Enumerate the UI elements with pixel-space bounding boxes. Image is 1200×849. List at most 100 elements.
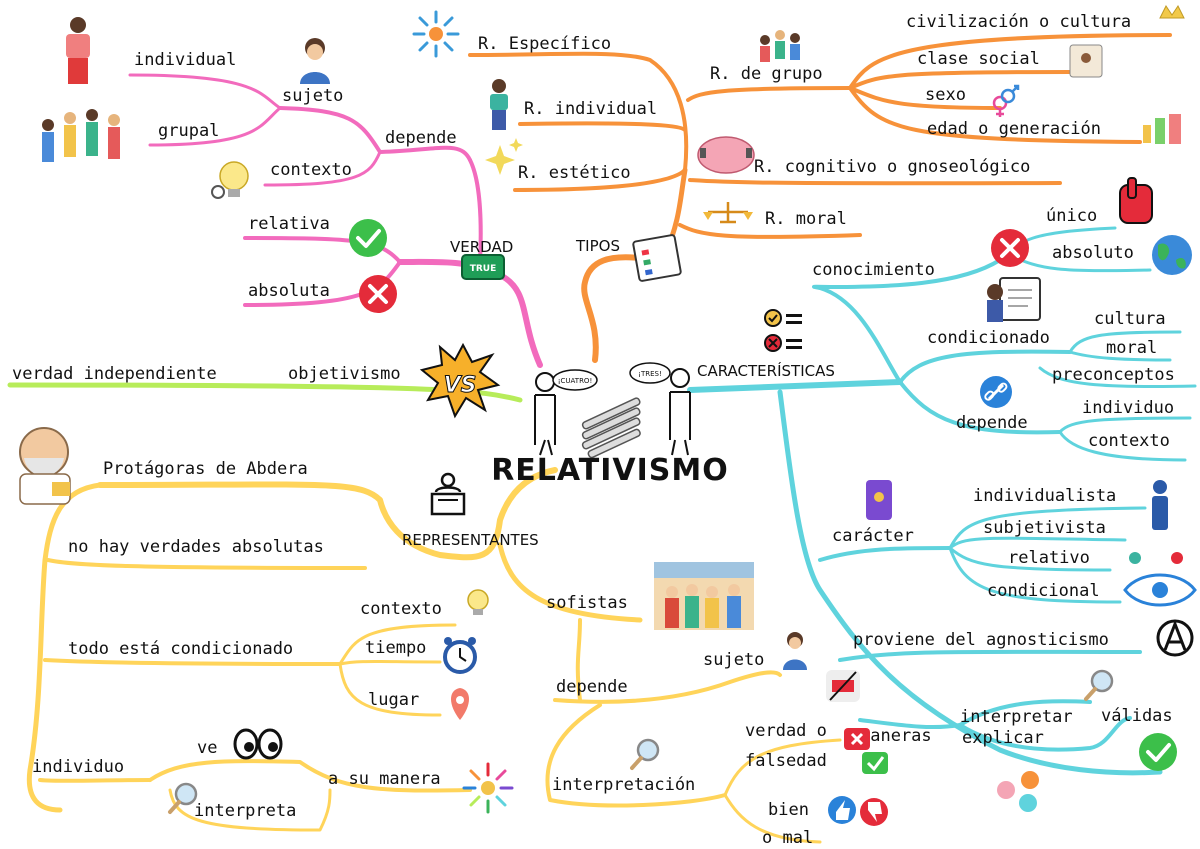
brain-icon: [697, 136, 755, 174]
objetivismo-section: verdad independiente objetivismo VS: [12, 342, 501, 419]
gender-icon: [992, 84, 1020, 117]
caracteristicas-title: CARACTERÍSTICAS: [697, 361, 835, 380]
rep-depende: depende: [556, 677, 628, 697]
branches-caracteristicas: [687, 226, 1197, 776]
verdad-contexto: contexto: [270, 160, 352, 180]
rep-sofistas: sofistas: [546, 593, 628, 613]
center-title: RELATIVISMO: [491, 453, 729, 488]
person-silhouette-icon: [1152, 480, 1168, 530]
rep-interpretacion: interpretación: [552, 775, 695, 795]
scales-icon: [703, 202, 753, 224]
branches-tipos: [468, 33, 1172, 363]
char-maneras: maneras: [860, 726, 932, 746]
crowd-icon: [760, 30, 800, 62]
verdad-section: VERDAD TRUE depende sujeto individual gr…: [42, 17, 513, 313]
center-illustration: ¡CUATRO! ¡TRES! RELATIVISMO: [491, 362, 729, 488]
char-condicional: condicional: [987, 581, 1100, 601]
bubble-left: ¡CUATRO!: [558, 377, 593, 385]
rep-falsedad: falsedad: [745, 751, 827, 771]
lightbulb-icon: [467, 589, 489, 615]
philosopher-icon: [19, 427, 71, 505]
eyes-icon: [233, 728, 283, 760]
char-caracter: carácter: [832, 526, 914, 546]
verdad-individual: individual: [134, 50, 236, 70]
verdad-independiente: verdad independiente: [12, 364, 217, 384]
magnifier-icon: [630, 738, 660, 770]
char-condicionado: condicionado: [927, 328, 1050, 348]
true-badge-icon: TRUE: [461, 254, 505, 280]
scroll-icon: [866, 480, 892, 520]
true-false-icon: [844, 728, 888, 774]
char-explicar: explicar: [962, 728, 1044, 748]
user-avatar-icon: [783, 632, 807, 670]
rep-lugar: lugar: [368, 690, 419, 710]
checklist-icon: [764, 309, 802, 352]
svg-text:TRUE: TRUE: [470, 264, 497, 274]
cross-icon: [991, 229, 1029, 267]
char-interpretar: interpretar: [960, 707, 1073, 727]
verdad-sujeto: sujeto: [282, 86, 343, 106]
podium-icon: [430, 472, 466, 516]
group-people-icon: [42, 109, 120, 162]
rep-ve: ve: [197, 738, 217, 758]
verdad-depende: depende: [385, 128, 457, 148]
rep-bien: bien: [768, 800, 809, 820]
tipo-sexo: sexo: [925, 85, 966, 105]
eye-icon: [1123, 552, 1197, 607]
thumbs-icon: [828, 796, 888, 826]
clipboard-icon: [632, 234, 682, 282]
branches-verdad: [128, 73, 543, 368]
rep-sujeto: sujeto: [703, 650, 764, 670]
verdad-title: VERDAD: [450, 238, 513, 256]
rep-interpreta: interpreta: [194, 801, 296, 821]
char-individualista: individualista: [973, 486, 1116, 506]
tipo-civilizacion: civilización o cultura: [906, 12, 1131, 32]
char-preconceptos: preconceptos: [1052, 365, 1175, 385]
user-avatar-icon: [300, 38, 330, 84]
check-icon: [349, 219, 387, 257]
person-standing-icon: [490, 79, 508, 130]
char-individuo: individuo: [1082, 398, 1174, 418]
representantes-section: REPRESENTANTES Protágoras de Abdera no h…: [19, 427, 888, 848]
char-cultura: cultura: [1094, 309, 1166, 329]
verdad-grupal: grupal: [158, 121, 219, 141]
generations-icon: [1143, 114, 1181, 144]
magnifier-icon: [168, 782, 198, 814]
tipos-section: TIPOS R. Específico R. individual R. est…: [412, 5, 1185, 282]
tipos-title: TIPOS: [575, 237, 620, 255]
char-unico: único: [1046, 206, 1097, 226]
rep-tiempo: tiempo: [365, 638, 426, 658]
tipo-especifico: R. Específico: [478, 34, 611, 54]
char-conocimiento: conocimiento: [812, 260, 935, 280]
tipo-clase: clase social: [917, 49, 1040, 69]
cross-icon: [359, 275, 397, 313]
crown-icon: [1159, 5, 1185, 19]
tipo-grupo: R. de grupo: [710, 64, 823, 84]
rep-no-hay: no hay verdades absolutas: [68, 537, 324, 557]
rep-individuo: individuo: [32, 757, 124, 777]
branches-representantes: [26, 467, 842, 844]
objetivismo-label: objetivismo: [288, 364, 401, 384]
magnifier-icon: [1084, 669, 1114, 701]
verdad-relativa: relativa: [248, 214, 330, 234]
verdad-absoluta: absoluta: [248, 281, 330, 301]
tipo-moral: R. moral: [765, 209, 847, 229]
bubble-right: ¡TRES!: [638, 370, 662, 378]
tipo-cognitivo: R. cognitivo o gnoseológico: [754, 157, 1030, 177]
rep-contexto: contexto: [360, 599, 442, 619]
sticks-icon: [581, 397, 641, 459]
versus-icon: VS: [419, 342, 501, 419]
lightbulb-icon: [211, 161, 249, 199]
char-agnosticismo: proviene del agnosticismo: [853, 630, 1109, 650]
link-icon: [980, 376, 1012, 408]
documents-icon: [987, 277, 1041, 322]
sparkle-star-icon: [412, 10, 460, 58]
globe-icon: [1152, 235, 1192, 275]
tipo-individual: R. individual: [524, 99, 657, 119]
check-icon: [1139, 733, 1177, 771]
char-moral: moral: [1106, 338, 1157, 358]
chat-bubbles-icon: [997, 771, 1039, 812]
sparkles-icon: [485, 138, 523, 175]
